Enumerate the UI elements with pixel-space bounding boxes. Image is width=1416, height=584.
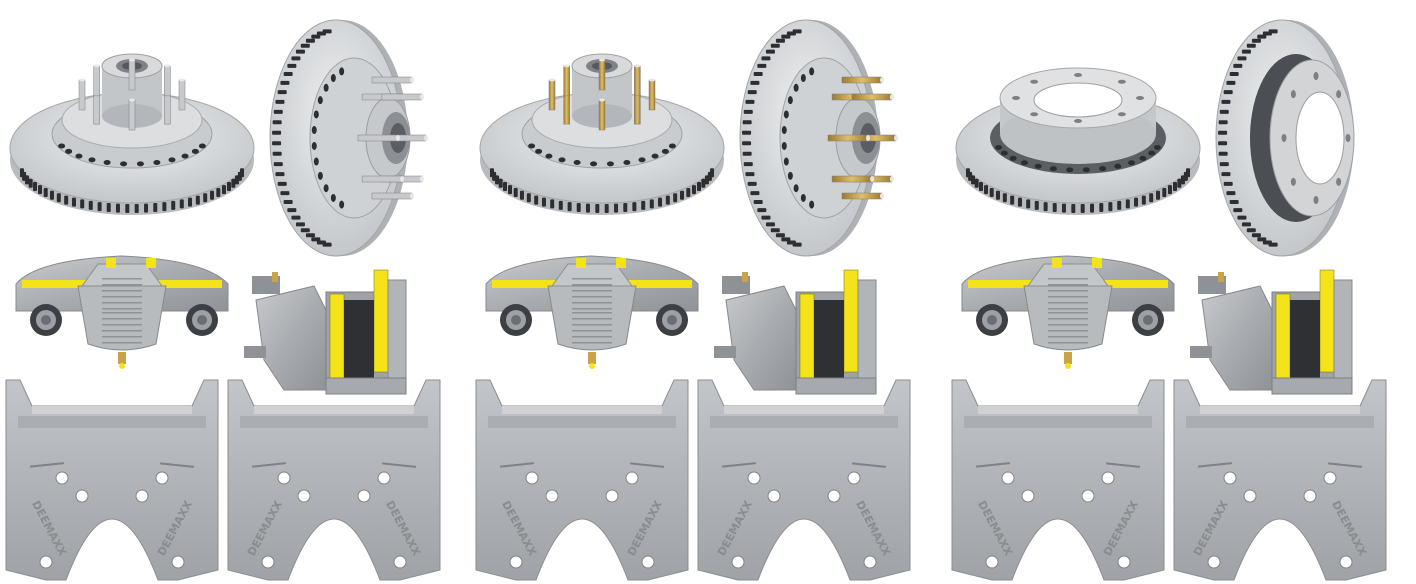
mount-hole: [827, 489, 841, 503]
mount-hole: [545, 489, 559, 503]
brake-pad: [799, 293, 815, 387]
mount-hole: [1303, 489, 1317, 503]
rotor-side-view: [739, 19, 898, 257]
mount-hole: [747, 471, 761, 485]
brake-pad: [373, 269, 389, 373]
mount-pin: [244, 346, 266, 358]
brake-pad: [1275, 293, 1291, 387]
rotor-top-view: [479, 53, 725, 215]
mount-hole: [731, 555, 745, 569]
mount-hole: [39, 555, 53, 569]
mount-hole: [55, 471, 69, 485]
brake-pad: [1319, 269, 1335, 373]
mount-hole: [135, 489, 149, 503]
mount-hole: [1021, 489, 1035, 503]
mount-pin: [1190, 346, 1212, 358]
mount-hole: [1101, 471, 1115, 485]
mount-hole: [1223, 471, 1237, 485]
bleeder-valve: [1064, 352, 1072, 364]
mount-hole: [525, 471, 539, 485]
mount-hole: [847, 471, 861, 485]
wheel-studs: [78, 58, 186, 131]
mount-hole: [625, 471, 639, 485]
mount-hole: [863, 555, 877, 569]
rotor-top-view: [9, 53, 255, 215]
wheel-studs: [357, 76, 428, 200]
rotor-side-view: [269, 19, 428, 257]
mount-hole: [357, 489, 371, 503]
mount-hole: [509, 555, 523, 569]
brake-pad: [329, 293, 345, 387]
mount-hole: [1207, 555, 1221, 569]
mount-hole: [1323, 471, 1337, 485]
bleeder-valve: [118, 352, 126, 364]
caliper-front-view: [15, 255, 229, 369]
mount-hole: [297, 489, 311, 503]
vent-band: [742, 29, 802, 247]
caliper-front-view: [485, 255, 699, 369]
mount-hole: [393, 555, 407, 569]
mount-hole: [641, 555, 655, 569]
caliper-side-view: [714, 269, 877, 395]
mount-hole: [1243, 489, 1257, 503]
caliper-front-view: [961, 255, 1175, 369]
rotor-side-view: [1215, 19, 1355, 257]
mount-pin: [714, 346, 736, 358]
mount-hole: [171, 555, 185, 569]
mount-hole: [1001, 471, 1015, 485]
wheel-studs: [548, 58, 656, 131]
mount-hole: [75, 489, 89, 503]
mount-hole: [1339, 555, 1353, 569]
vent-band: [19, 168, 245, 213]
vent-band: [1218, 29, 1278, 247]
mount-hole: [985, 555, 999, 569]
mount-hole: [767, 489, 781, 503]
wheel-studs: [827, 76, 898, 200]
mount-hole: [155, 471, 169, 485]
mount-hole: [277, 471, 291, 485]
mount-hole: [261, 555, 275, 569]
vent-band: [272, 29, 332, 247]
mount-hole: [1117, 555, 1131, 569]
mount-hole: [605, 489, 619, 503]
caliper-side-view: [1190, 269, 1353, 395]
bleeder-valve: [588, 352, 596, 364]
mount-hole: [377, 471, 391, 485]
vent-band: [965, 168, 1191, 213]
mount-hole: [1081, 489, 1095, 503]
brake-pad: [843, 269, 859, 373]
vent-band: [489, 168, 715, 213]
rotor-top-view: [955, 67, 1201, 215]
caliper-side-view: [244, 269, 407, 395]
